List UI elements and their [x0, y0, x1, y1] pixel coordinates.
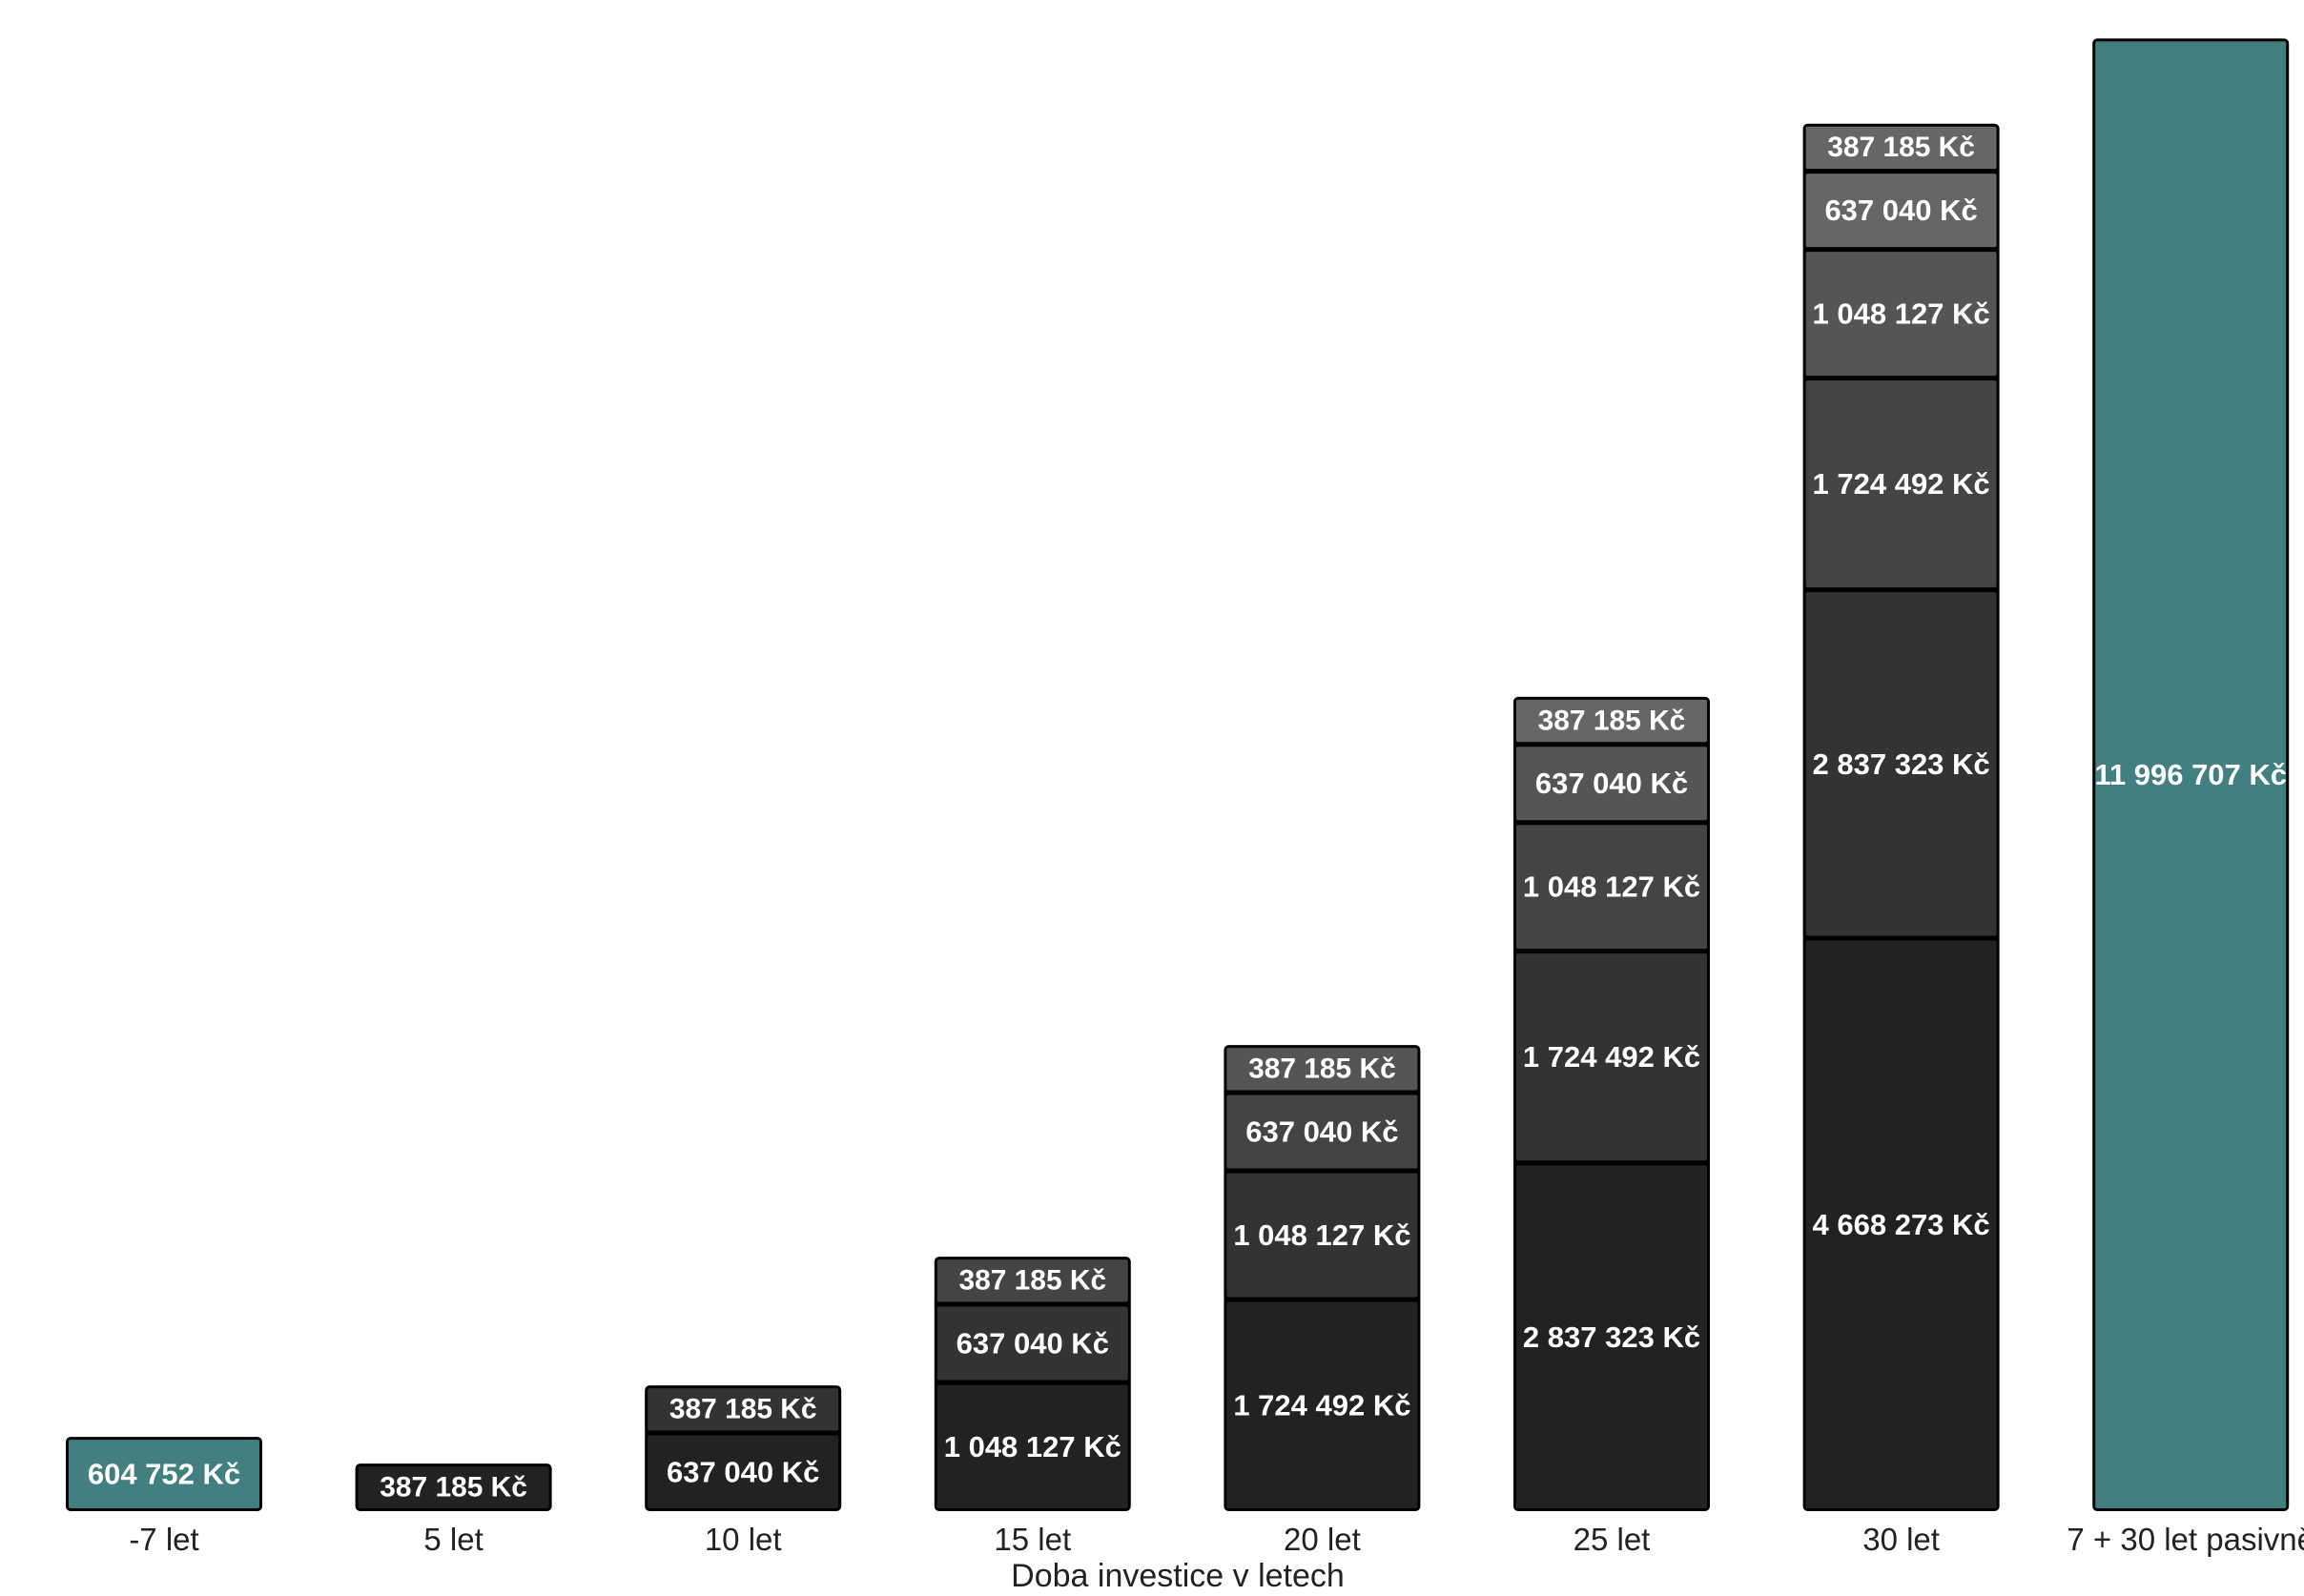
bar-1: 604 752 Kč: [66, 1437, 262, 1511]
bar-segment: [1516, 953, 1707, 1161]
segment-value-label: 4 668 273 Kč: [1813, 1208, 1990, 1241]
x-tick-labels: -7 let 5 let 10 let 15 let 20 let 25 let 30 le…: [129, 1522, 2304, 1557]
bar-segment: [1226, 1173, 1418, 1298]
segment-value-label: 387 185 Kč: [1248, 1054, 1396, 1085]
bar-segment: [1805, 126, 1997, 170]
segment-value-label: 387 185 Kč: [1538, 705, 1686, 736]
x-tick-label: 7 + 30 let pasivně: [2067, 1522, 2304, 1557]
x-tick-label: 15 let: [994, 1522, 1071, 1557]
segment-value-label: 1 048 127 Kč: [1523, 870, 1700, 904]
bar-segment: [1805, 592, 1997, 936]
bar-segment: [936, 1306, 1128, 1381]
bar-segment: [1516, 699, 1707, 743]
segment-value-label: 604 752 Kč: [88, 1458, 240, 1491]
bar-segment: [1226, 1095, 1418, 1169]
x-tick-label: 5 let: [423, 1522, 483, 1557]
bar-segment: [1516, 1165, 1707, 1508]
segment-value-label: 637 040 Kč: [1824, 194, 1977, 227]
segment-value-label: 387 185 Kč: [1827, 132, 1975, 163]
bar-segment: [936, 1384, 1128, 1508]
bar-segment: [1516, 825, 1707, 950]
bar-segment: [69, 1440, 259, 1508]
segment-value-label: 1 048 127 Kč: [1813, 297, 1990, 331]
bar-3: 637 040 Kč 387 185 Kč: [645, 1385, 842, 1511]
bar-segment: [1805, 940, 1997, 1508]
x-tick-label: 10 let: [705, 1522, 782, 1557]
x-axis-title: Doba investice v letech: [1011, 1558, 1345, 1594]
segment-value-label: 637 040 Kč: [667, 1455, 819, 1488]
segment-value-label: 1 724 492 Kč: [1523, 1040, 1700, 1074]
segment-value-label: 637 040 Kč: [957, 1327, 1109, 1361]
bar-segment: [936, 1259, 1128, 1302]
segment-value-label: 1 048 127 Kč: [944, 1430, 1121, 1463]
bar-segment: [1805, 174, 1997, 248]
segment-value-label: 1 048 127 Kč: [1233, 1218, 1410, 1252]
bar-segment: [358, 1466, 549, 1508]
segment-value-label: 1 724 492 Kč: [1233, 1388, 1410, 1422]
x-tick-label: -7 let: [129, 1522, 198, 1557]
bar-segment: [1805, 252, 1997, 377]
segment-value-label: 387 185 Kč: [958, 1265, 1106, 1297]
bar-segment: [1226, 1048, 1418, 1091]
bar-segment: [1226, 1301, 1418, 1508]
bar-6: 2 837 323 Kč 1 724 492 Kč 1 048 127 Kč 637 …: [1513, 696, 1710, 1511]
bar-5: 1 724 492 Kč 1 048 127 Kč 637 040 Kč 387 18…: [1224, 1045, 1421, 1511]
bar-8: 11 996 707 Kč: [2092, 38, 2290, 1512]
x-tick-label: 25 let: [1574, 1522, 1651, 1557]
segment-value-label: 637 040 Kč: [1245, 1115, 1398, 1149]
bar-segment: [1516, 747, 1707, 821]
bar-4: 1 048 127 Kč 637 040 Kč 387 185 Kč: [934, 1257, 1131, 1511]
bar-segment: [648, 1388, 839, 1431]
bars-layer: 604 752 Kč 387 185 Kč 637 040 Kč 387 185 Kč…: [66, 38, 2290, 1512]
segment-value-label: 1 724 492 Kč: [1813, 467, 1990, 501]
bar-segment: [1805, 380, 1997, 588]
bar-segment: [648, 1435, 839, 1508]
segment-value-label: 2 837 323 Kč: [1523, 1320, 1700, 1354]
bar-7: 4 668 273 Kč 2 837 323 Kč 1 724 492 Kč 1 04…: [1802, 123, 2000, 1512]
segment-value-label: 2 837 323 Kč: [1813, 747, 1990, 781]
x-tick-label: 20 let: [1284, 1522, 1361, 1557]
segment-value-label: 11 996 707 Kč: [2094, 758, 2287, 791]
segment-value-label: 387 185 Kč: [669, 1394, 817, 1425]
x-tick-label: 30 let: [1862, 1522, 1940, 1557]
segment-value-label: 637 040 Kč: [1535, 767, 1688, 800]
segment-value-label: 387 185 Kč: [380, 1472, 527, 1504]
bar-2: 387 185 Kč: [355, 1463, 552, 1511]
bar-segment: [2095, 41, 2287, 1509]
